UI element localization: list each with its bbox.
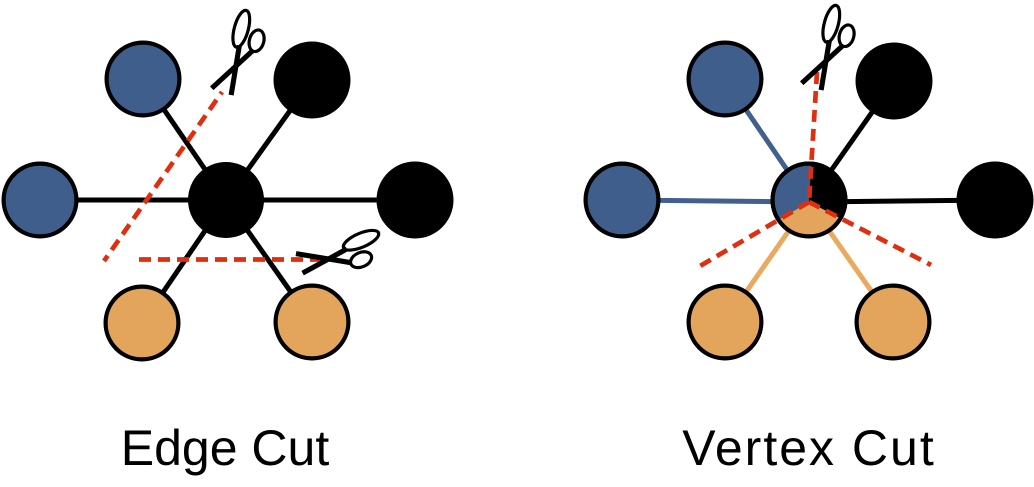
- svg-text:Edge Cut: Edge Cut: [121, 420, 330, 476]
- svg-text:Vertex Cut: Vertex Cut: [682, 420, 935, 476]
